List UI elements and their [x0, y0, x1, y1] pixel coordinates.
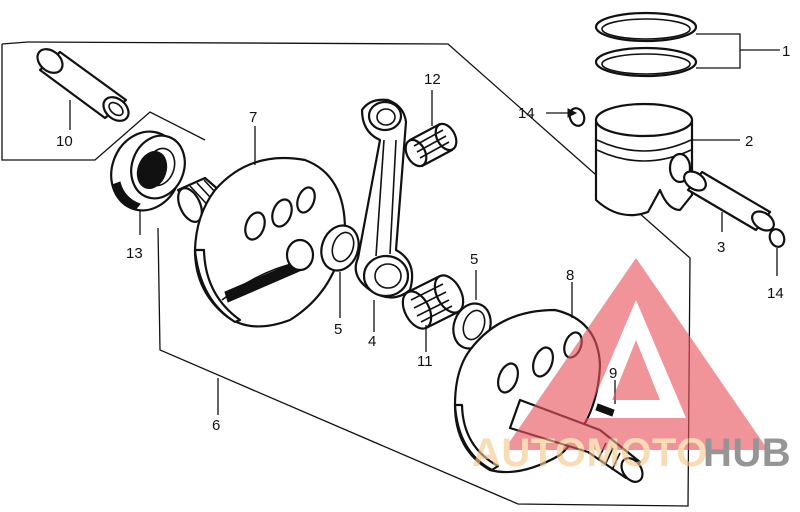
watermark-triangle-logo [504, 258, 768, 450]
part-14-circlip-lower [768, 228, 786, 276]
part-2-piston [594, 102, 740, 217]
part-14-circlip-upper [546, 107, 586, 127]
part-7-crank-half-left [176, 126, 347, 328]
callout-5-right: 5 [470, 251, 478, 268]
part-1-piston-rings [594, 11, 780, 78]
callout-8: 8 [566, 267, 574, 284]
callout-7: 7 [249, 109, 257, 126]
part-3-piston-pin [683, 170, 775, 232]
callout-2: 2 [745, 133, 753, 150]
callout-4: 4 [368, 333, 376, 350]
callout-14-lower: 14 [767, 285, 784, 302]
callout-12: 12 [424, 71, 441, 88]
callout-3: 3 [717, 239, 725, 256]
callout-13: 13 [126, 245, 143, 262]
callout-9: 9 [609, 365, 617, 382]
part-13-oil-seal [110, 130, 186, 235]
callout-1: 1 [782, 43, 790, 60]
watermark-text-hub: HUB [703, 431, 791, 475]
callout-14-upper: 14 [518, 105, 535, 122]
assembly-outline [1, 41, 691, 507]
callout-5-left: 5 [334, 321, 342, 338]
callout-11: 11 [417, 353, 433, 370]
part-12-needle-bearing-small [404, 90, 458, 168]
callout-labels: 1 2 3 4 5 5 6 7 8 9 10 11 12 13 14 14 [56, 43, 790, 434]
callout-6: 6 [212, 417, 220, 434]
callout-10: 10 [56, 133, 73, 150]
automotohub-watermark: AUTOMOTO HUB [472, 258, 791, 475]
part-11-needle-bearing-large [401, 274, 465, 352]
part-5-washer-left [320, 224, 360, 318]
part-10-pin [36, 48, 130, 130]
watermark-text-automoto: AUTOMOTO [472, 431, 708, 475]
